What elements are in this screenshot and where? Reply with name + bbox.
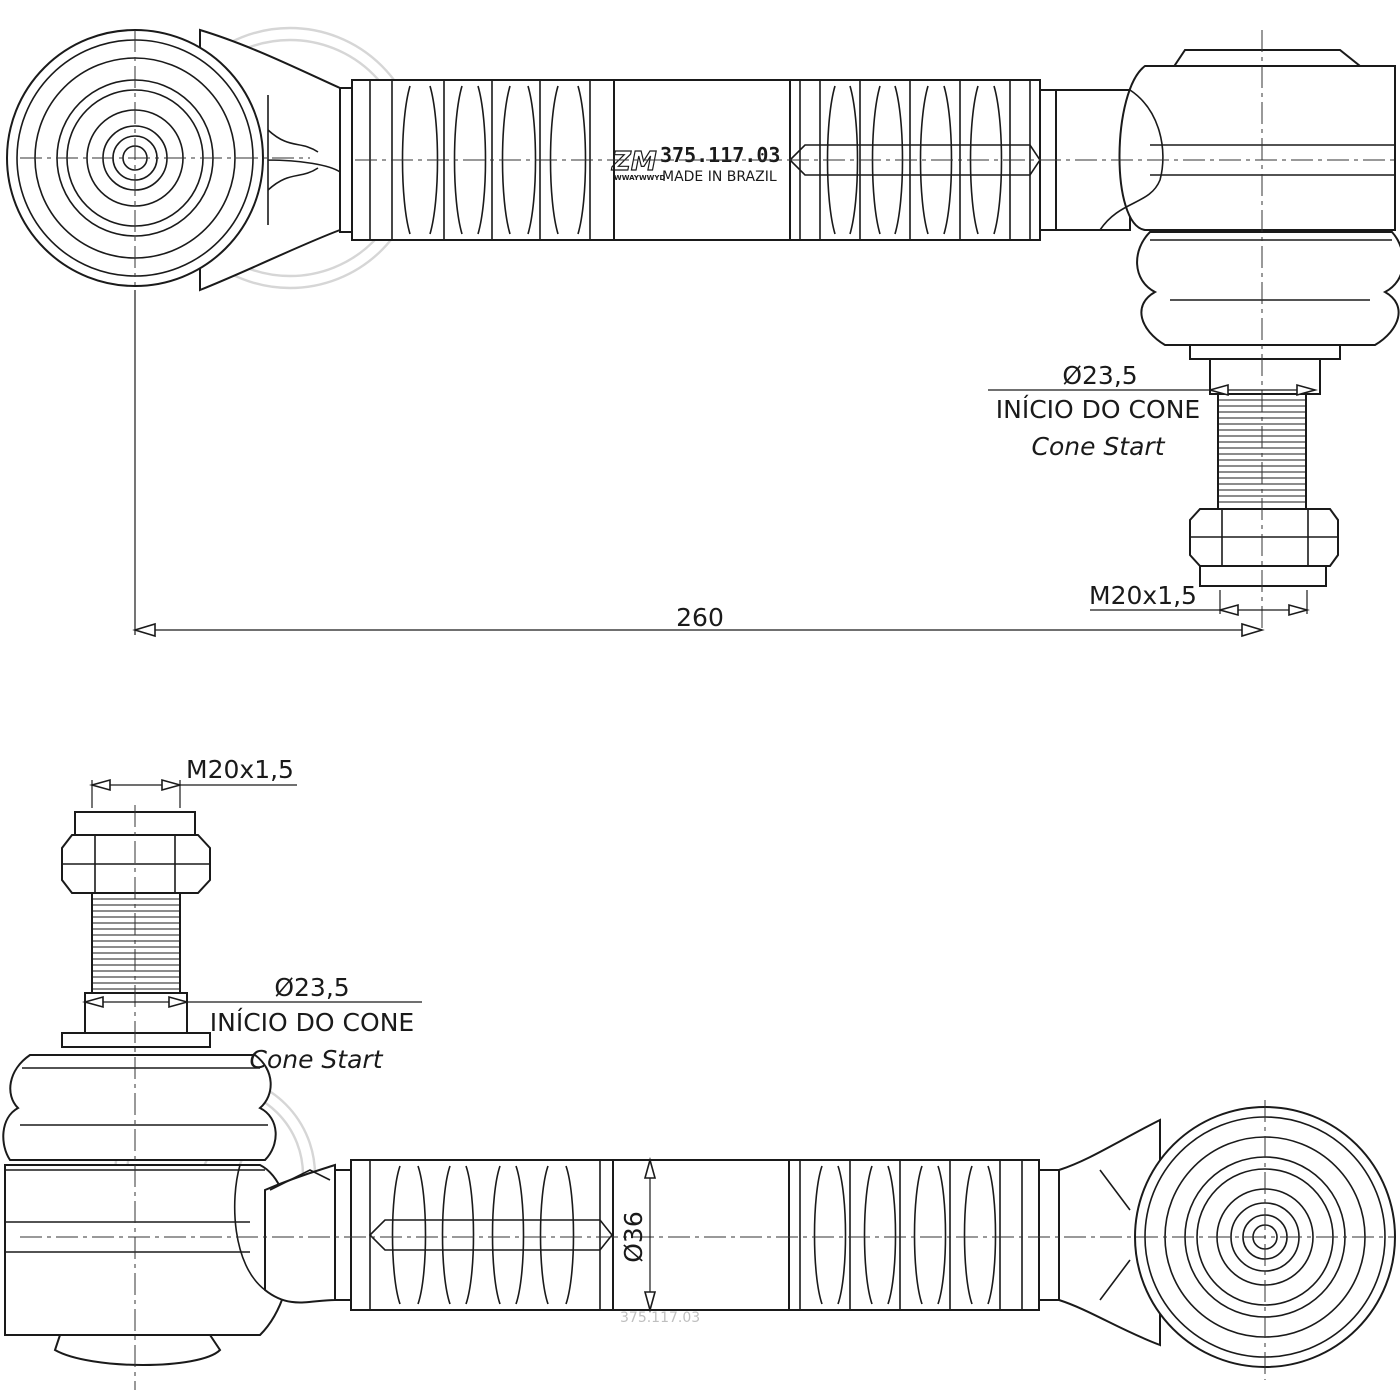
right-socket-side [1055,49,1400,587]
cone-start-pt-label-top: INÍCIO DO CONE [996,395,1200,424]
cone-start-pt-label-bottom: INÍCIO DO CONE [210,1008,414,1037]
dimensions-top: 260 Ø23,5 INÍCIO DO CONE Cone Start M20x… [132,290,1318,638]
cone-diameter-label-top: Ø23,5 [1062,361,1137,390]
cone-start-en-label-bottom: Cone Start [250,1045,384,1074]
center-distance-label: 260 [676,603,724,632]
part-marking: ZM 375.117.03 MADE IN BRAZIL WWAYWWYD [610,143,780,185]
faint-part-number: 375.117.03 [620,1310,700,1326]
center-lines-bottom [20,805,1395,1390]
tube-bottom [334,1159,1060,1311]
center-lines-top [20,30,1395,630]
thread-label-bottom: M20x1,5 [186,755,294,784]
stud-bottom [61,811,211,1048]
dimensions-bottom: M20x1,5 Ø23,5 INÍCIO DO CONE Cone Start … [82,755,657,1313]
part-number: 375.117.03 [660,143,780,167]
zm-logo: ZM [611,147,657,177]
cone-diameter-label-bottom: Ø23,5 [274,973,349,1002]
thread-label-top: M20x1,5 [1089,581,1197,610]
bottom-view: 375.117.03 M20x1,5 Ø23,5 INÍCIO DO CONE … [2,755,1396,1390]
made-in-label: MADE IN BRAZIL [662,169,777,185]
left-socket-face [6,28,341,292]
left-socket-side-bottom [2,1054,336,1366]
cone-start-en-label-top: Cone Start [1032,432,1166,461]
top-view: ZM 375.117.03 MADE IN BRAZIL WWAYWWYD [6,26,1400,638]
thread-lines-bottom [92,898,180,990]
tube-diameter-label: Ø36 [619,1211,648,1263]
date-code: WWAYWWYD [614,174,665,182]
